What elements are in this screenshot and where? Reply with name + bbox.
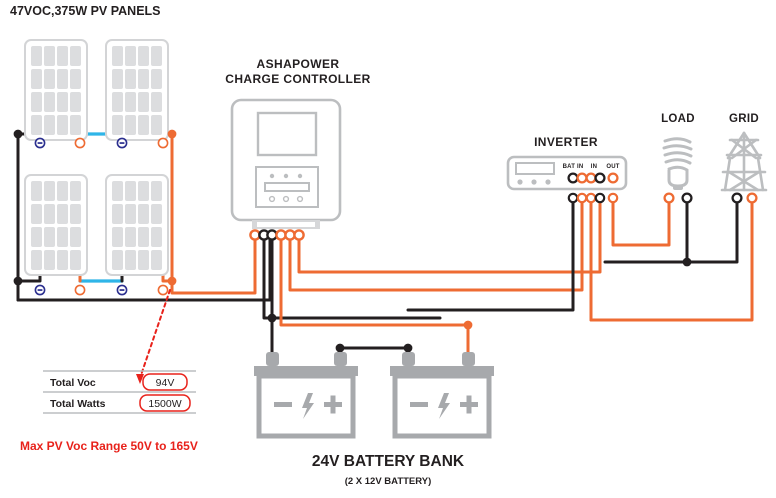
charge-controller-subtitle: CHARGE CONTROLLER [225,72,370,86]
wire-inverter-out-to-load [611,196,671,247]
cfl-bulb-cap [673,185,683,190]
inverter-terminals[interactable] [567,172,619,184]
charge-controller-keypad-bar [264,182,310,192]
battery-posts [266,352,475,366]
battery-unit-1[interactable] [254,366,358,436]
transmission-tower-icon [720,131,768,192]
charge-controller-title: ASHAPOWER [257,57,340,71]
wire-battery-series-link [338,346,410,354]
grid-terminal-negative[interactable] [731,192,743,204]
load-terminal-positive[interactable] [663,192,675,204]
load-title: LOAD [661,113,695,125]
wire-load-neutral [603,196,689,264]
pv-panel-2[interactable] [105,39,169,141]
grid-terminals[interactable] [731,192,758,204]
battery-bank[interactable]: 24V BATTERY BANK (2 X 12V BATTERY) [254,352,494,487]
grid-device[interactable]: GRID [720,113,768,204]
battery-bank-title: 24V BATTERY BANK [312,453,465,470]
inv-terminal-batin-negative[interactable] [567,172,579,184]
wire-controller-to-battery-pos [279,236,470,360]
inv-terminal-batin-positive[interactable] [576,172,588,184]
wire-grid-neutral [685,196,739,264]
callout-dotted-line [139,289,171,379]
wire-pv-positive-to-controller [170,236,257,295]
pv-panel-4[interactable] [105,174,169,276]
spec-row-0-value-box [142,373,188,391]
spec-table: Total Voc 94V Total Watts 1500W [43,370,196,414]
wire-pv3-negative [16,273,42,283]
pv-panel-3[interactable] [24,174,88,276]
charge-controller-display [256,111,318,157]
load-device[interactable]: LOAD [661,113,695,204]
pv-terminal-positive [74,137,169,296]
pv-terminals [34,137,169,296]
wire-controller-to-inverter-batin-pos [288,196,584,292]
cfl-bulb-icon [662,137,693,172]
charge-controller-terminal-slot [257,222,315,227]
wire-inverter-batin-neg [406,196,575,312]
page-title: 47VOC,375W PV PANELS [10,4,161,18]
battery-bank-subtitle: (2 X 12V BATTERY) [345,476,432,487]
battery-unit-2[interactable] [390,366,494,436]
grid-terminal-positive[interactable] [746,192,758,204]
wire-controller-aux-positive [297,196,602,274]
inverter-indicator-dots [517,179,551,185]
wire-controller-batt-neg [262,236,442,320]
pv-terminal-negative [34,137,128,296]
inv-terminal-in-positive[interactable] [585,172,597,184]
wire-pv-negative-bus [16,132,272,302]
pv-panel-1[interactable] [24,39,88,141]
wiring-layer [16,126,754,384]
charge-controller-keypad-dots-bottom [268,195,304,203]
cc-terminal-6-aux-positive[interactable] [293,229,305,241]
load-terminal-negative[interactable] [681,192,693,204]
pv-array [24,39,169,276]
inverter-display [515,162,555,175]
wire-grid-to-inverter-in [589,196,754,322]
voc-range-warning: Max PV Voc Range 50V to 165V [20,439,198,453]
inverter[interactable]: INVERTER BAT IN IN OUT [506,135,628,204]
inv-terminal-in-negative[interactable] [594,172,606,184]
grid-title: GRID [729,113,759,125]
spec-row-0-value: 94V [156,377,175,389]
inverter-lower-terminals [567,192,619,204]
spec-row-1-value-box [139,394,191,412]
load-terminals[interactable] [663,192,693,204]
inverter-title: INVERTER [534,135,598,149]
charge-controller-keypad-dots-top [269,173,303,179]
inverter-label-in: IN [591,164,597,170]
spec-row-0-label: Total Voc [50,377,96,389]
spec-row-1-label: Total Watts [50,398,106,410]
charge-controller[interactable]: ASHAPOWER CHARGE CONTROLLER [225,57,370,241]
inv-terminal-out-positive[interactable] [607,172,619,184]
inverter-label-out: OUT [606,164,619,170]
cfl-bulb-base [667,170,689,188]
spec-row-1-value: 1500W [148,398,181,410]
wire-junctions-positive [167,129,473,330]
charge-controller-terminals[interactable] [249,229,305,241]
inverter-label-bat-in: BAT IN [563,164,584,170]
wire-junctions [13,129,692,353]
callout-arrow-head [136,374,144,384]
